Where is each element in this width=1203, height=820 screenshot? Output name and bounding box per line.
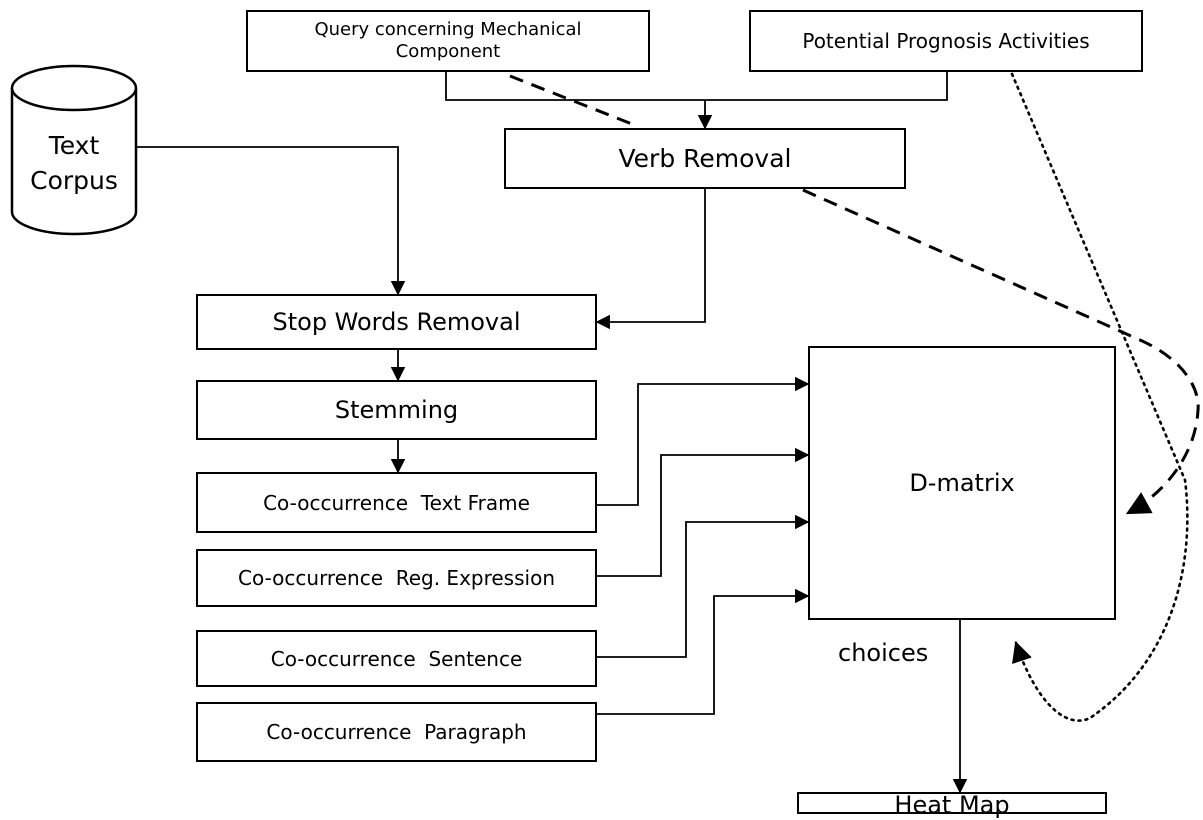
cooc-sentence-box: Co-occurrence Sentence xyxy=(196,630,597,687)
stop-words-label: Stop Words Removal xyxy=(272,307,521,336)
stemming-label: Stemming xyxy=(334,395,459,424)
prognosis-box: Potential Prognosis Activities xyxy=(749,10,1143,72)
edge-verb-dashed-to-dmatrix xyxy=(802,188,1200,515)
prognosis-label: Potential Prognosis Activities xyxy=(802,29,1090,53)
cooc-sentence-label: Co-occurrence Sentence xyxy=(270,646,523,671)
cooc-paragraph-box: Co-occurrence Paragraph xyxy=(196,702,597,762)
query-box: Query concerning Mechanical Component xyxy=(246,10,650,72)
edge-textframe-to-dmatrix xyxy=(597,376,810,506)
cooc-paragraph-label: Co-occurrence Paragraph xyxy=(266,720,527,744)
cooc-reg-expr-label: Co-occurrence Reg. Expression xyxy=(238,566,555,590)
edge-query-prognosis-merge xyxy=(445,72,948,101)
heat-map-label: Heat Map xyxy=(894,791,1010,819)
edge-sentence-to-dmatrix xyxy=(597,514,810,658)
cooc-reg-expr-box: Co-occurrence Reg. Expression xyxy=(196,549,597,607)
cooc-text-frame-box: Co-occurrence Text Frame xyxy=(196,472,597,533)
text-corpus-cylinder xyxy=(10,64,138,236)
heat-map-box: Heat Map xyxy=(797,791,1107,819)
verb-removal-box: Verb Removal xyxy=(504,128,906,189)
edge-regexpr-to-dmatrix xyxy=(597,447,810,577)
text-corpus-label: Text Corpus xyxy=(30,131,118,195)
edge-paragraph-to-dmatrix xyxy=(597,588,810,715)
verb-removal-label: Verb Removal xyxy=(618,143,792,173)
d-matrix-box: D-matrix xyxy=(808,346,1116,620)
query-label: Query concerning Mechanical Component xyxy=(314,19,582,62)
d-matrix-label: D-matrix xyxy=(909,468,1015,497)
edge-corpus-to-stopwords xyxy=(136,146,406,296)
stop-words-box: Stop Words Removal xyxy=(196,294,597,350)
choices-label: choices xyxy=(838,639,929,667)
cooc-text-frame-label: Co-occurrence Text Frame xyxy=(263,490,530,515)
edge-verb-to-stopwords xyxy=(595,189,706,330)
stemming-box: Stemming xyxy=(196,380,597,440)
